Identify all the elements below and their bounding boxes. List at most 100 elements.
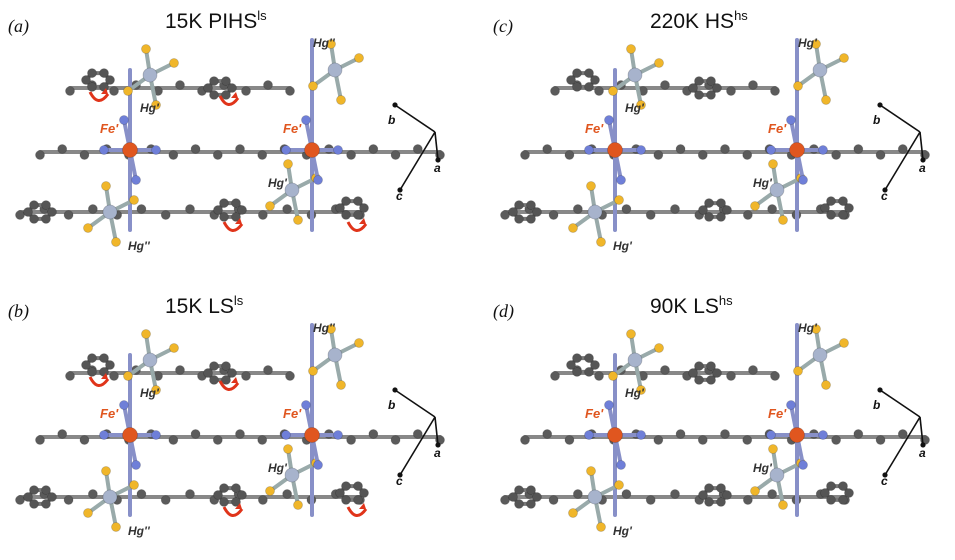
carbon-atom	[87, 353, 97, 363]
mercury-atom	[812, 347, 828, 363]
nitrogen-atom	[786, 115, 796, 125]
carbon-atom	[706, 90, 716, 100]
nitrogen-atom	[333, 430, 343, 440]
nitrogen-atom	[636, 430, 646, 440]
sulfur-atom	[123, 86, 133, 96]
rotation-arrowhead	[101, 88, 108, 94]
carbon-atom	[285, 86, 295, 96]
carbon-atom	[359, 488, 369, 498]
nitrogen-atom	[119, 115, 129, 125]
hg-label: Hg'	[753, 461, 773, 475]
hg-label: Hg'	[625, 386, 645, 400]
carbon-atom	[722, 490, 732, 500]
mercury-atom	[284, 182, 300, 198]
carbon-atom	[65, 371, 75, 381]
axis-arrowhead	[435, 157, 441, 163]
carbon-atom	[526, 214, 536, 224]
carbon-atom	[237, 205, 247, 215]
carbon-atom	[87, 204, 98, 214]
carbon-atom	[670, 489, 680, 499]
axis-arrowhead	[397, 472, 403, 478]
panel-title: 90K LShs	[650, 293, 733, 319]
carbon-atom	[704, 212, 714, 222]
molecule-figure: Fe'Fe'Hg'Hg'Hg'Hg'bac	[500, 321, 930, 538]
carbon-atom	[726, 371, 736, 381]
nitrogen-atom	[786, 400, 796, 410]
carbon-atom	[65, 86, 75, 96]
nitrogen-atom	[99, 145, 109, 155]
carbon-atom	[47, 207, 57, 217]
carbon-atom	[514, 499, 524, 509]
carbon-atom	[532, 207, 542, 217]
axis-b	[879, 389, 921, 418]
carbon-atom	[838, 481, 848, 491]
carbon-atom	[748, 80, 758, 90]
mercury-atom	[627, 67, 643, 83]
carbon-atom	[341, 481, 351, 491]
sulfur-atom	[636, 385, 646, 395]
carbon-atom	[235, 429, 245, 439]
carbon-atom	[853, 144, 864, 154]
carbon-atom	[706, 361, 716, 371]
axis-arrowhead	[882, 472, 888, 478]
axis-label-a: a	[919, 446, 926, 460]
axes-indicator: bac	[388, 102, 441, 203]
carbon-atom	[231, 198, 241, 208]
carbon-atom	[368, 429, 379, 439]
sulfur-atom	[614, 195, 624, 205]
nitrogen-atom	[818, 430, 828, 440]
carbon-atom	[542, 429, 553, 439]
carbon-atom	[346, 435, 357, 445]
carbon-atom	[35, 435, 45, 445]
carbon-atom	[694, 375, 704, 385]
carbon-atom	[767, 204, 778, 214]
carbon-atom	[660, 80, 670, 90]
carbon-atom	[63, 210, 74, 220]
nitrogen-atom	[616, 175, 626, 185]
carbon-atom	[109, 86, 119, 96]
carbon-atom	[584, 353, 594, 363]
carbon-atom	[720, 429, 730, 439]
carbon-atom	[566, 360, 576, 370]
title-sup: ls	[257, 8, 267, 23]
mercury-atom	[102, 204, 118, 220]
axis-label-a: a	[919, 161, 926, 175]
sulfur-atom	[336, 95, 346, 105]
mercury-atom	[142, 352, 158, 368]
carbon-atom	[697, 150, 708, 160]
carbon-atom	[257, 495, 268, 505]
axis-arrowhead	[877, 102, 883, 108]
carbon-atom	[23, 207, 33, 217]
carbon-atom	[520, 435, 530, 445]
carbon-atom	[219, 497, 229, 507]
carbon-atom	[698, 205, 708, 215]
fe-label: Fe'	[283, 121, 302, 136]
carbon-atom	[353, 481, 363, 491]
axis-label-c: c	[396, 189, 403, 203]
hg-label: Hg'	[798, 321, 818, 335]
sulfur-atom	[141, 44, 151, 54]
axis-a	[919, 131, 924, 161]
carbon-atom	[209, 76, 219, 86]
nitrogen-atom	[798, 460, 808, 470]
title-main: 90K LS	[650, 295, 719, 318]
carbon-atom	[532, 492, 542, 502]
sulfur-atom	[308, 81, 318, 91]
panel-label: (d)	[493, 301, 514, 321]
carbon-atom	[826, 495, 836, 505]
carbon-atom	[820, 488, 830, 498]
sulfur-atom	[821, 95, 831, 105]
carbon-atom	[653, 150, 664, 160]
carbon-atom	[844, 488, 854, 498]
carbon-atom	[99, 353, 109, 363]
carbon-atom	[47, 492, 57, 502]
carbon-atom	[572, 367, 582, 377]
sulfur-atom	[586, 181, 596, 191]
carbon-atom	[660, 365, 670, 375]
iron-atom	[789, 427, 805, 443]
axis-arrowhead	[920, 442, 926, 448]
rotation-arrow	[346, 221, 368, 232]
carbon-atom	[688, 368, 698, 378]
rotation-arrowhead	[231, 377, 238, 383]
